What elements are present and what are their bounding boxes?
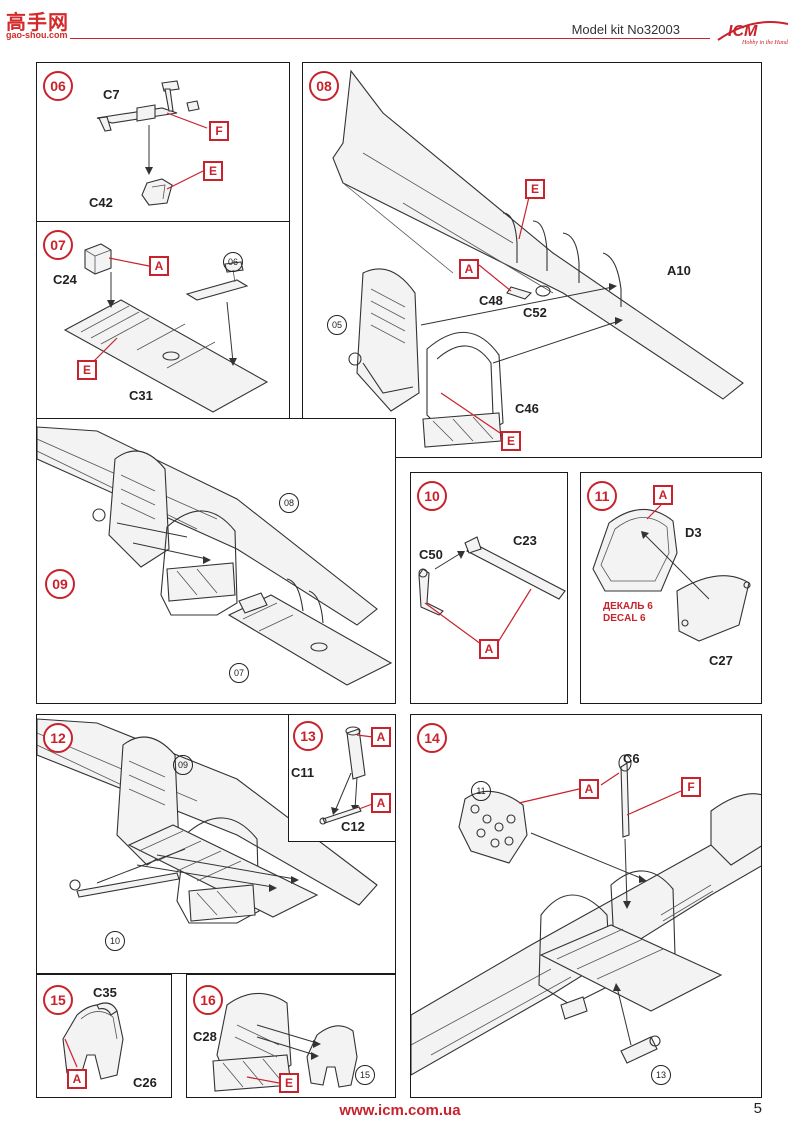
code-box-a: A — [149, 256, 169, 276]
part-label-c7: C7 — [103, 87, 120, 102]
code-box-e-bottom: E — [501, 431, 521, 451]
part-label-c28: C28 — [193, 1029, 217, 1044]
step-panel-09: 09 08 07 — [36, 418, 396, 704]
ref-step-10: 10 — [105, 931, 125, 951]
step-badge-14: 14 — [417, 723, 447, 753]
ref-step-15: 15 — [355, 1065, 375, 1085]
part-label-c23: C23 — [513, 533, 537, 548]
part-label-c46: C46 — [515, 401, 539, 416]
ref-step-11: 11 — [471, 781, 491, 801]
header-rule — [70, 38, 710, 39]
page-number: 5 — [753, 1100, 762, 1117]
part-label-c6: C6 — [623, 751, 640, 766]
step-panel-14: 14 C6 A F 11 13 — [410, 714, 762, 1098]
code-box-a-bottom: A — [371, 793, 391, 813]
ref-step-07: 07 — [229, 663, 249, 683]
step-badge-12: 12 — [43, 723, 73, 753]
step-panel-15: 15 C35 C26 A — [36, 974, 172, 1098]
step-badge-07: 07 — [43, 230, 73, 260]
part-label-c24: C24 — [53, 272, 77, 287]
part-label-c42: C42 — [89, 195, 113, 210]
ref-step-05: 05 — [327, 315, 347, 335]
step-badge-13: 13 — [293, 721, 323, 751]
part-label-c48: C48 — [479, 293, 503, 308]
part-label-c26: C26 — [133, 1075, 157, 1090]
model-kit-number: Model kit No32003 — [571, 22, 680, 37]
code-box-e: E — [279, 1073, 299, 1093]
step-panel-13: 13 C11 C12 A A — [288, 714, 396, 842]
code-box-e: E — [203, 161, 223, 181]
watermark-logo: 高手网 — [6, 10, 69, 34]
part-label-c11: C11 — [291, 765, 315, 780]
code-box-a-top: A — [371, 727, 391, 747]
decal-note-en: DECAL 6 — [603, 613, 646, 624]
code-box-a: A — [579, 779, 599, 799]
ref-step-06: 06 — [223, 252, 243, 272]
part-label-c35: C35 — [93, 985, 117, 1000]
ref-step-09: 09 — [173, 755, 193, 775]
code-box-a: A — [459, 259, 479, 279]
brand-name: ICM — [728, 23, 758, 40]
code-box-e-top: E — [525, 179, 545, 199]
step-badge-10: 10 — [417, 481, 447, 511]
code-box-e: E — [77, 360, 97, 380]
step-badge-16: 16 — [193, 985, 223, 1015]
code-box-a: A — [479, 639, 499, 659]
step-panel-07: 07 C24 C31 A E 06 — [36, 221, 290, 419]
step-badge-11: 11 — [587, 481, 617, 511]
code-box-a: A — [67, 1069, 87, 1089]
part-label-c27: C27 — [709, 653, 733, 668]
step-panel-11: 11 D3 C27 A ДЕКАЛЬ 6 DECAL 6 — [580, 472, 762, 704]
part-label-d3: D3 — [685, 525, 702, 540]
part-label-c12: C12 — [341, 819, 365, 834]
step-badge-08: 08 — [309, 71, 339, 101]
step-badge-06: 06 — [43, 71, 73, 101]
decal-note-ru: ДЕКАЛЬ 6 — [603, 601, 653, 612]
step-badge-09: 09 — [45, 569, 75, 599]
ref-step-13: 13 — [651, 1065, 671, 1085]
code-box-a: A — [653, 485, 673, 505]
part-label-c52: C52 — [523, 305, 547, 320]
code-box-f: F — [681, 777, 701, 797]
ref-step-08: 08 — [279, 493, 299, 513]
website-link[interactable]: www.icm.com.ua — [339, 1102, 461, 1119]
step-panel-06: 06 C7 C42 F E — [36, 62, 290, 222]
brand-tagline: Hobby in the Hand — [741, 40, 789, 46]
step-panel-10: 10 C50 C23 A — [410, 472, 568, 704]
watermark-url: gao-shou.com — [6, 30, 68, 40]
step-panel-08: 08 A10 C48 C52 C46 E A E 05 — [302, 62, 762, 458]
part-label-a10: A10 — [667, 263, 691, 278]
code-box-f: F — [209, 121, 229, 141]
brand-logo: ICM Hobby in the Hand — [712, 14, 792, 46]
step-badge-15: 15 — [43, 985, 73, 1015]
part-label-c31: C31 — [129, 388, 153, 403]
part-label-c50: C50 — [419, 547, 443, 562]
step-panel-16: 16 C28 E 15 — [186, 974, 396, 1098]
